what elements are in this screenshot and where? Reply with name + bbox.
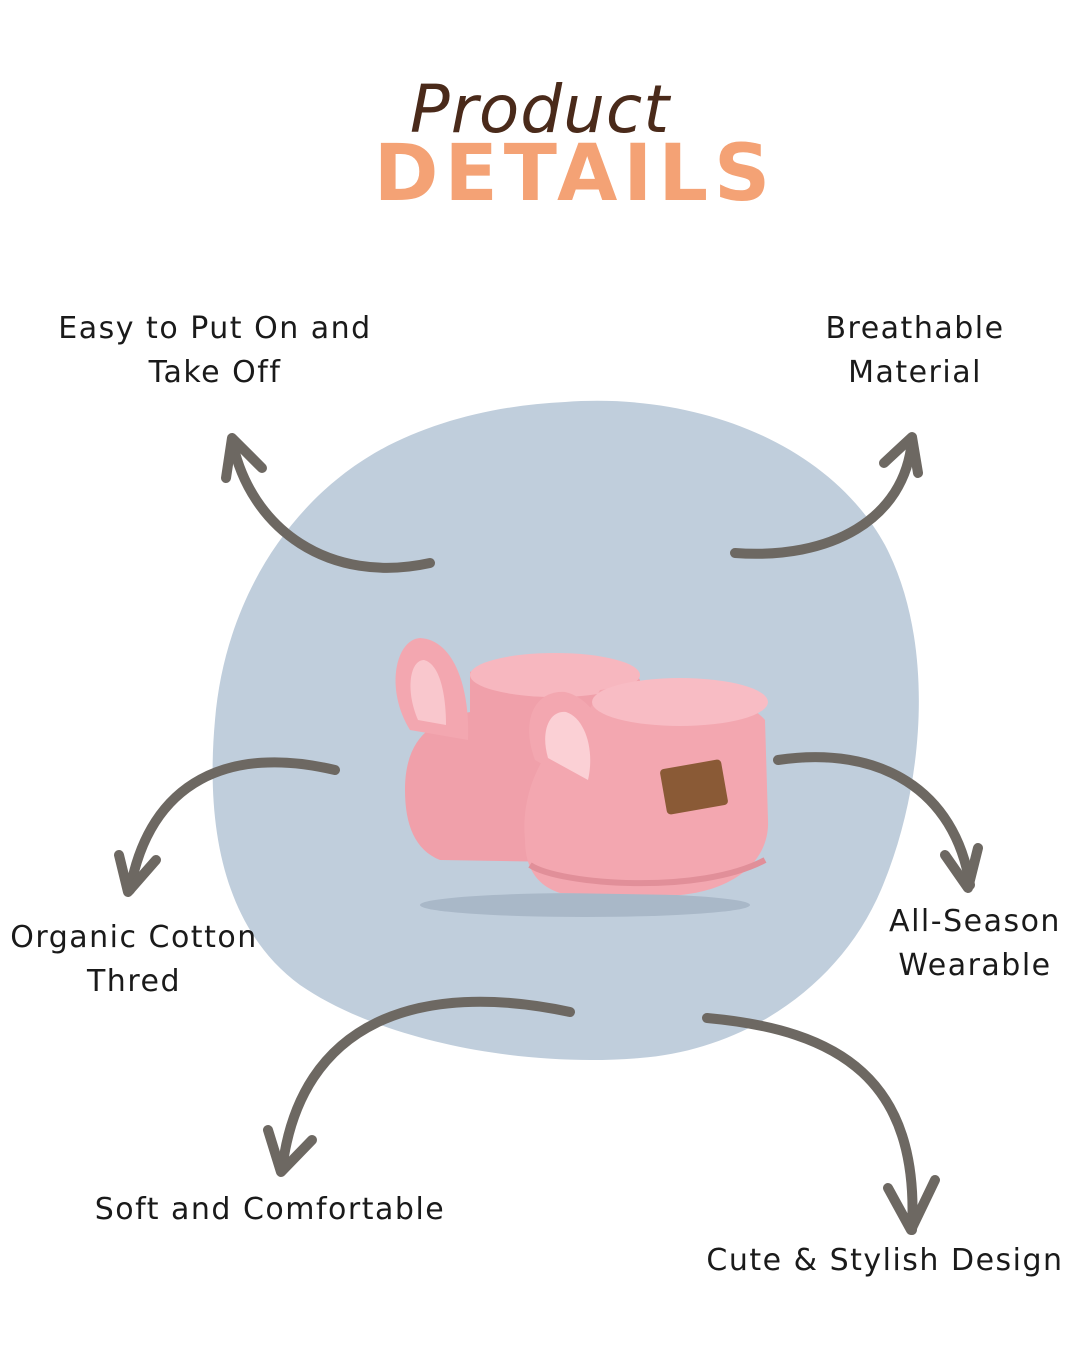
feature-all-season: All-Season Wearable: [870, 900, 1080, 988]
feature-breathable-material: Breathable Material: [790, 307, 1040, 395]
bootie-product-image: [395, 638, 769, 917]
arrow-icon: [114, 757, 340, 897]
feature-line: Organic Cotton: [10, 920, 258, 955]
feature-cute-stylish: Cute & Stylish Design: [700, 1239, 1070, 1283]
feature-line: Take Off: [148, 355, 282, 390]
feature-organic-cotton: Organic Cotton Thred: [0, 916, 268, 1004]
arrow-icon: [263, 996, 575, 1177]
feature-line: Breathable: [825, 311, 1005, 346]
feature-line: All-Season: [889, 904, 1061, 939]
feature-line: Cute & Stylish Design: [706, 1243, 1064, 1278]
feature-line: Easy to Put On and: [58, 311, 372, 346]
title-product: Product: [409, 71, 671, 148]
arrow-icon: [221, 433, 435, 573]
feature-soft-comfortable: Soft and Comfortable: [80, 1188, 460, 1232]
arrow-icon: [702, 1013, 940, 1235]
arrow-icon: [773, 752, 983, 893]
feature-easy-on-off: Easy to Put On and Take Off: [40, 307, 390, 395]
title-details: DETAILS: [373, 129, 777, 219]
feature-line: Wearable: [898, 948, 1052, 983]
feature-line: Thred: [86, 964, 181, 999]
feature-line: Soft and Comfortable: [94, 1192, 446, 1227]
feature-line: Material: [848, 355, 982, 390]
arrow-icon: [730, 432, 923, 559]
